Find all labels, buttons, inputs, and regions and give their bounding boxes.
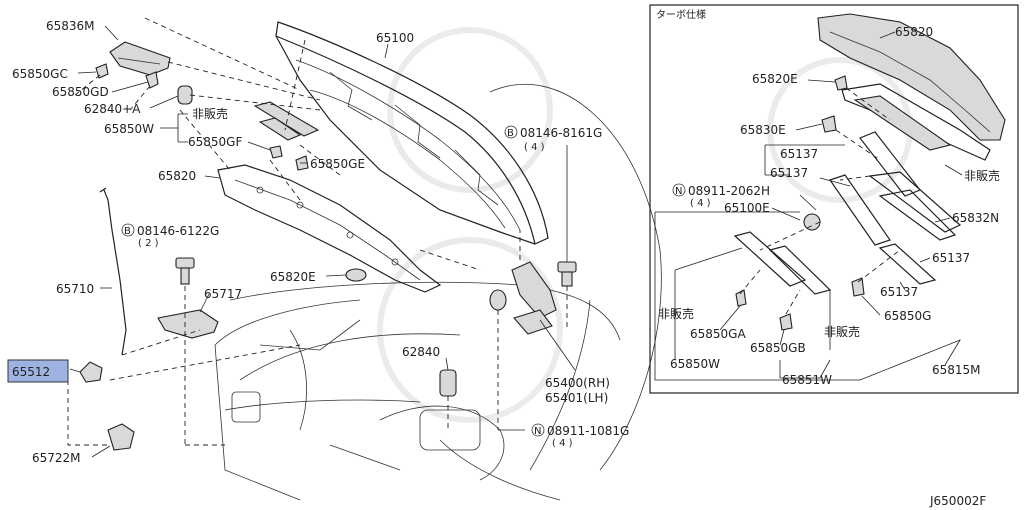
bolt-symbol-b2 (121, 223, 135, 237)
label-qty-4-b: ( 4 ) (552, 438, 573, 449)
label-65100: 65100 (376, 31, 414, 45)
label-65836M: 65836M (46, 19, 95, 33)
hinge-65400-65401 (489, 261, 557, 335)
clip-65850GA (735, 289, 747, 307)
clip-65850GF (269, 145, 283, 159)
label-62840A: 62840+A (84, 102, 141, 116)
nut-symbol-n1-letter: N (534, 426, 541, 437)
bolt-08146-8161G (557, 261, 577, 287)
label-08146-8161G: 08146-8161G (520, 126, 602, 140)
nut-65100E (803, 213, 821, 231)
turbo-spec-inset: ターボ仕様 (649, 4, 1019, 394)
label-65400: 65400(RH) (545, 376, 610, 390)
label-65850GD: 65850GD (52, 85, 109, 99)
label-65850GE: 65850GE (310, 157, 365, 171)
label-65820E-left: 65820E (270, 270, 316, 284)
seal-65850W-inset (733, 231, 807, 287)
clip-65850GD (145, 71, 159, 89)
inset-panel (841, 83, 991, 161)
leader-lines-main (69, 25, 576, 458)
label-hanbai-inset-right: 非販売 (964, 168, 1000, 183)
clip-65850GC (95, 63, 109, 79)
bumper-62840A (177, 85, 193, 105)
hood-65100 (275, 21, 549, 245)
label-65137-d: 65137 (880, 285, 918, 299)
seal-65851W (768, 245, 832, 295)
label-65137-a: 65137 (780, 147, 818, 161)
bolt-symbol-b1 (504, 125, 518, 139)
label-65850G: 65850G (884, 309, 931, 323)
label-08911-1081G: 08911-1081G (547, 424, 629, 438)
label-65850GB: 65850GB (750, 341, 806, 355)
labels-inset: 65820 65820E 65830E 65137 65137 N 08911-… (658, 25, 1000, 387)
grommet-65820E (345, 268, 367, 282)
seal-65850W-top (253, 101, 320, 141)
nut-symbol-n2-letter: N (675, 186, 682, 197)
label-65401: 65401(LH) (545, 391, 608, 405)
label-65820E-inset: 65820E (752, 72, 798, 86)
seal-65137-c (859, 131, 921, 197)
label-65850GC: 65850GC (12, 67, 68, 81)
clip-65820E-inset (834, 75, 848, 91)
labels-main: 65836M 65850GC 65850GD 62840+A 65850W 非販… (7, 19, 629, 465)
label-qty-4-a: ( 4 ) (524, 142, 545, 153)
clip-65830E (821, 115, 837, 133)
bracket-65836M (109, 41, 171, 76)
label-65137-b: 65137 (770, 166, 808, 180)
nut-symbol-n2 (672, 183, 686, 197)
clip-65850GB (779, 313, 793, 331)
grommet-65512 (79, 361, 103, 383)
label-62840: 62840 (402, 345, 440, 359)
bumper-62840 (439, 369, 457, 397)
seal-65137-a (829, 174, 891, 246)
clip-65850G (851, 277, 865, 297)
label-qty-2: ( 2 ) (138, 238, 159, 249)
highlight-65512 (7, 359, 69, 383)
label-65815M: 65815M (932, 363, 981, 377)
watermark (377, 27, 913, 423)
label-65722M: 65722M (32, 451, 81, 465)
label-08911-2062H: 08911-2062H (688, 184, 770, 198)
label-65710: 65710 (56, 282, 94, 296)
clip-65722M (107, 423, 135, 451)
nut-symbol-n1 (531, 423, 545, 437)
label-65851W: 65851W (782, 373, 832, 387)
label-65100E: 65100E (724, 201, 770, 215)
bolt-symbol-b1-letter: B (507, 128, 514, 139)
seal-65137-b (878, 243, 937, 285)
label-hanbai-top: 非販売 (192, 106, 228, 121)
label-65850W-top: 65850W (104, 122, 154, 136)
support-rod-65710 (99, 187, 127, 356)
inset-title: ターボ仕様 (656, 8, 706, 21)
label-65512: 65512 (12, 365, 50, 379)
label-65820-inset: 65820 (895, 25, 933, 39)
bolt-08146-6122G (175, 257, 195, 285)
label-65832N: 65832N (952, 211, 999, 225)
label-qty-4-c: ( 4 ) (690, 198, 711, 209)
label-hanbai-inset-mid: 非販売 (824, 324, 860, 339)
label-65850W-inset: 65850W (670, 357, 720, 371)
label-65820-left: 65820 (158, 169, 196, 183)
label-65137-c: 65137 (932, 251, 970, 265)
hood-insulator-65820 (217, 164, 442, 293)
dashed-guides-main (67, 17, 568, 446)
car-body (214, 83, 662, 501)
label-65717: 65717 (204, 287, 242, 301)
bracket-65717 (157, 309, 219, 339)
label-65850GA: 65850GA (690, 327, 746, 341)
label-65830E: 65830E (740, 123, 786, 137)
label-65850GF: 65850GF (188, 135, 242, 149)
diagram-code: J650002F (929, 494, 986, 508)
bolt-symbol-b2-letter: B (124, 226, 131, 237)
inset-frame (649, 4, 1019, 394)
label-hanbai-inset-left: 非販売 (658, 306, 694, 321)
label-08146-6122G: 08146-6122G (137, 224, 219, 238)
